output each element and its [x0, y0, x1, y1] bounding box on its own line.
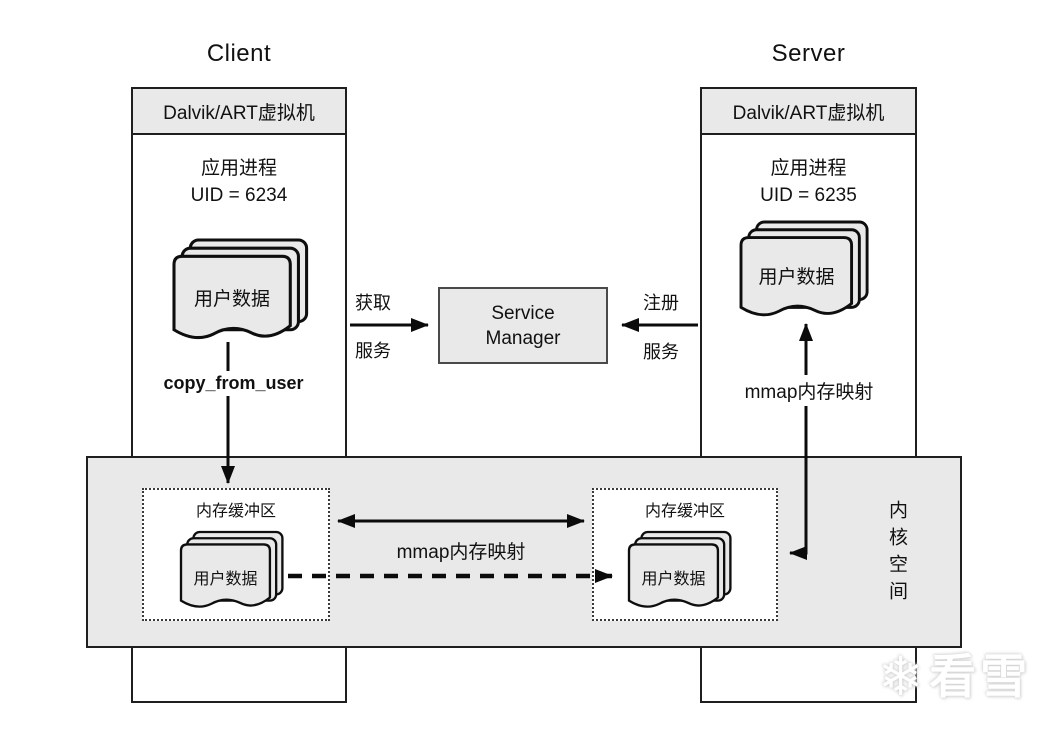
server-title: Server — [771, 40, 846, 67]
get-service-label-bottom: 服务 — [355, 341, 391, 361]
service-manager-line1: Service — [491, 302, 555, 324]
service-manager-line2: Manager — [485, 327, 561, 349]
server-stack-label: 用户数据 — [758, 267, 835, 288]
server-process-text: 应用进程 UID = 6235 — [700, 155, 917, 209]
client-title: Client — [206, 40, 272, 67]
copy-from-user-label: copy_from_user — [152, 371, 315, 396]
server-vm-header: Dalvik/ART虚拟机 — [702, 89, 915, 135]
kernel-mmap-label: mmap内存映射 — [396, 542, 526, 563]
get-service-label-top: 获取 — [355, 293, 391, 313]
register-service-label-top: 注册 — [643, 293, 679, 313]
server-mmap-label: mmap内存映射 — [733, 375, 885, 406]
register-service-label-bottom: 服务 — [643, 342, 679, 362]
client-process-uid: UID = 6234 — [190, 185, 288, 206]
kernel-left-stack-label: 用户数据 — [193, 571, 258, 588]
watermark: ❄ 看雪 — [878, 650, 1031, 704]
kernel-space-label: 内核空间 — [886, 500, 907, 608]
right-memory-buffer-title: 内存缓冲区 — [644, 503, 725, 520]
client-stack-label: 用户数据 — [193, 289, 270, 310]
service-manager-box: Service Manager — [438, 287, 608, 364]
watermark-text: 看雪 — [929, 650, 1032, 703]
left-memory-buffer-title: 内存缓冲区 — [195, 503, 276, 520]
server-process-line1: 应用进程 — [770, 158, 847, 179]
server-process-uid: UID = 6235 — [760, 185, 857, 206]
client-vm-header: Dalvik/ART虚拟机 — [133, 89, 345, 135]
snowflake-icon: ❄ — [878, 647, 924, 707]
client-process-text: 应用进程 UID = 6234 — [131, 155, 347, 209]
kernel-right-stack-label: 用户数据 — [641, 571, 706, 588]
client-process-line1: 应用进程 — [200, 158, 277, 179]
